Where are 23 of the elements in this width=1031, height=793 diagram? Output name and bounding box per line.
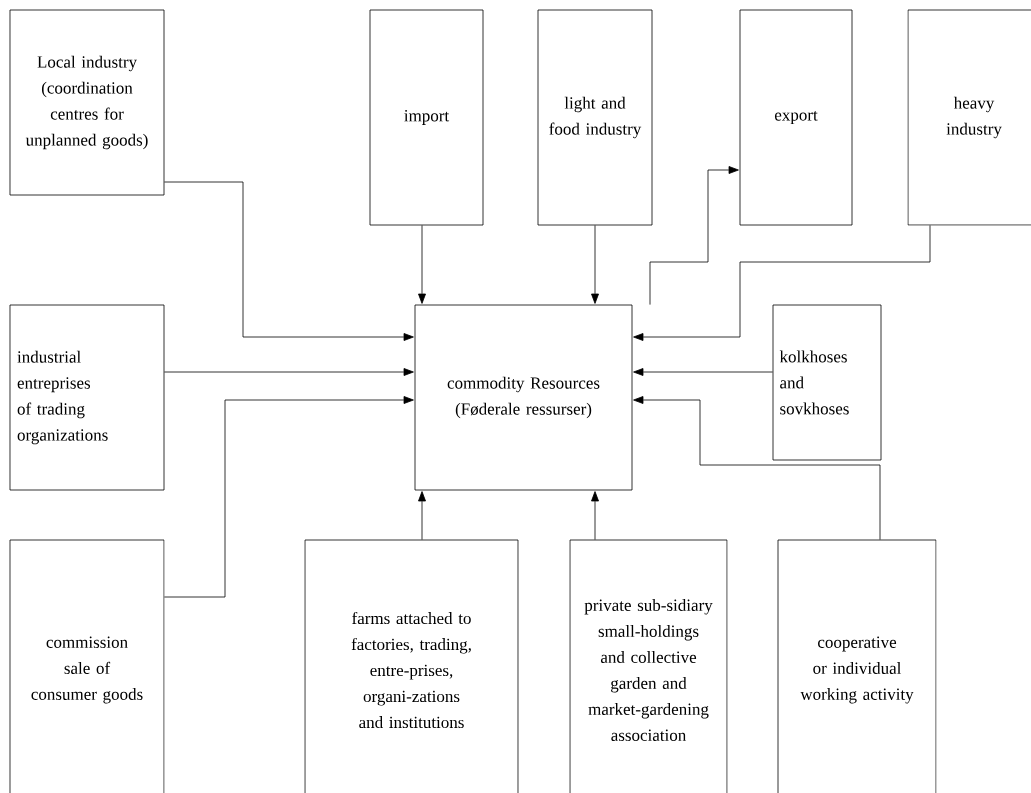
box: light and food industry: [537, 9, 653, 226]
box: export: [739, 9, 853, 226]
box: import: [369, 9, 484, 226]
arrow: [633, 396, 881, 540]
arrow: [649, 166, 739, 305]
box: cooperative or individual working activity: [777, 539, 937, 793]
box: kolkhoses and sovkhoses: [772, 304, 882, 461]
arrow: [164, 396, 414, 598]
arrow: [591, 225, 599, 304]
box: commodity Resources (Føderale ressurser): [414, 304, 633, 491]
arrow: [418, 225, 426, 304]
arrow: [164, 368, 414, 376]
box: farms attached to factories, trading, entre-prises, organi-zations and institutions: [304, 539, 519, 793]
box: heavy industry: [907, 9, 1031, 226]
box: private sub-sidiary small-holdings and collective garden and market-gardening association: [569, 539, 728, 793]
arrow: [418, 491, 426, 540]
arrow: [633, 225, 931, 341]
arrow: [633, 368, 773, 376]
box: industrial entreprises of trading organizations: [9, 304, 165, 491]
arrow: [591, 491, 599, 540]
box: commission sale of consumer goods: [9, 539, 165, 793]
box: Local industry (coordination centres for unplanned goods): [9, 9, 165, 196]
arrow: [164, 181, 414, 341]
